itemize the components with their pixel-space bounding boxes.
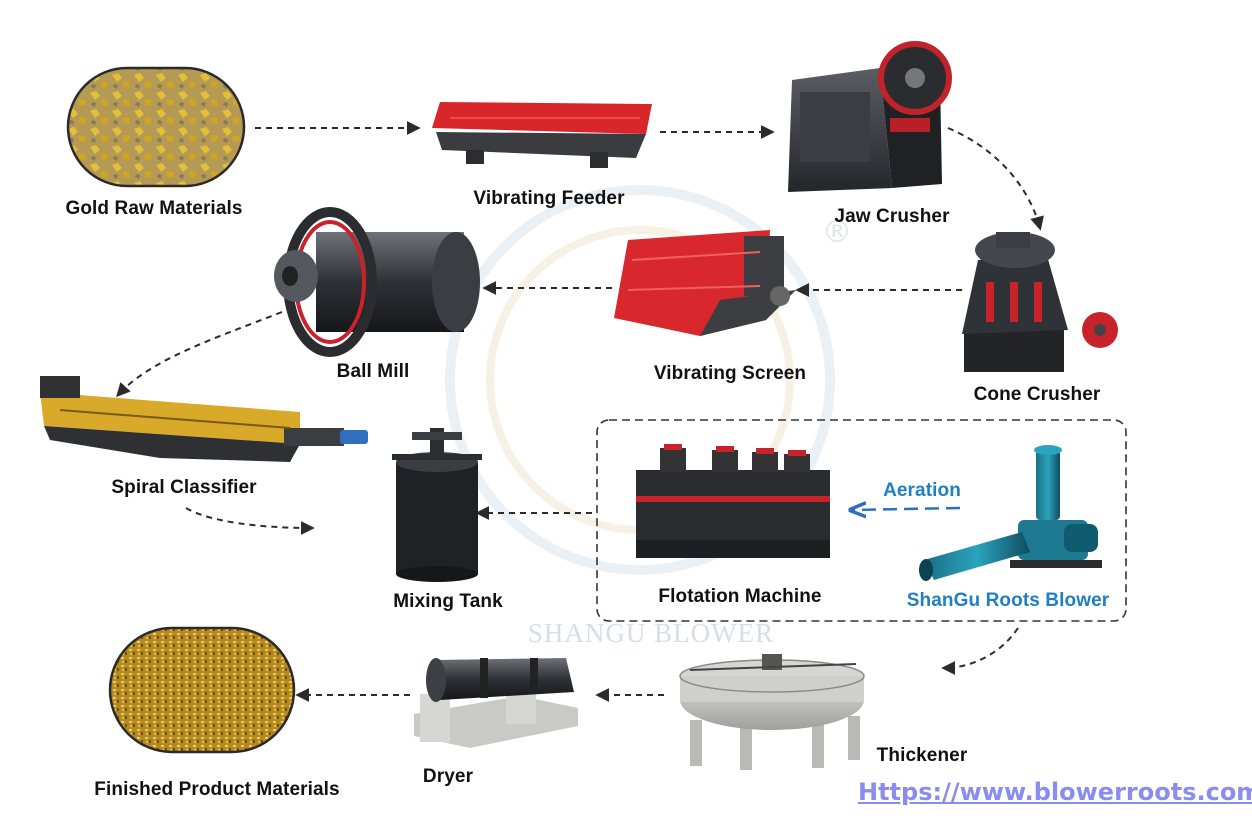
label-jaw-crusher: Jaw Crusher xyxy=(834,206,950,227)
label-vibrating-feeder: Vibrating Feeder xyxy=(473,188,625,209)
flotation-machine-image xyxy=(636,444,830,558)
vibrating-screen-image xyxy=(614,230,796,336)
jaw-crusher-image xyxy=(788,41,952,192)
thickener-image xyxy=(679,654,865,770)
cone-crusher-image xyxy=(962,232,1118,372)
watermark-text: SHANGU BLOWER xyxy=(527,618,775,648)
aeration-arrow xyxy=(852,508,961,510)
label-roots-blower: ShanGu Roots Blower xyxy=(906,590,1110,611)
label-gold-raw-materials: Gold Raw Materials xyxy=(65,198,243,219)
roots-blower-image xyxy=(919,445,1102,581)
mixing-tank-image xyxy=(392,428,482,582)
label-cone-crusher: Cone Crusher xyxy=(973,384,1101,405)
finished-product-image xyxy=(108,626,296,754)
label-aeration: Aeration xyxy=(883,480,961,501)
label-vibrating-screen: Vibrating Screen xyxy=(653,363,807,384)
label-flotation-machine: Flotation Machine xyxy=(658,586,822,607)
website-link[interactable]: Https://www.blowerroots.com xyxy=(858,778,1252,806)
ball-mill-image xyxy=(274,207,480,357)
registered-mark: ® xyxy=(822,215,852,250)
dryer-image xyxy=(414,658,578,748)
vibrating-feeder-image xyxy=(432,102,652,168)
spiral-classifier-image xyxy=(40,376,368,462)
label-mixing-tank: Mixing Tank xyxy=(393,591,503,612)
label-ball-mill: Ball Mill xyxy=(336,361,410,382)
label-finished-product: Finished Product Materials xyxy=(94,779,340,800)
label-thickener: Thickener xyxy=(876,745,968,766)
gold-raw-materials-image xyxy=(66,66,246,188)
flow-arrows xyxy=(116,121,1044,702)
label-dryer: Dryer xyxy=(422,766,474,787)
flotation-group-box xyxy=(596,419,1127,622)
label-spiral-classifier: Spiral Classifier xyxy=(111,477,257,498)
